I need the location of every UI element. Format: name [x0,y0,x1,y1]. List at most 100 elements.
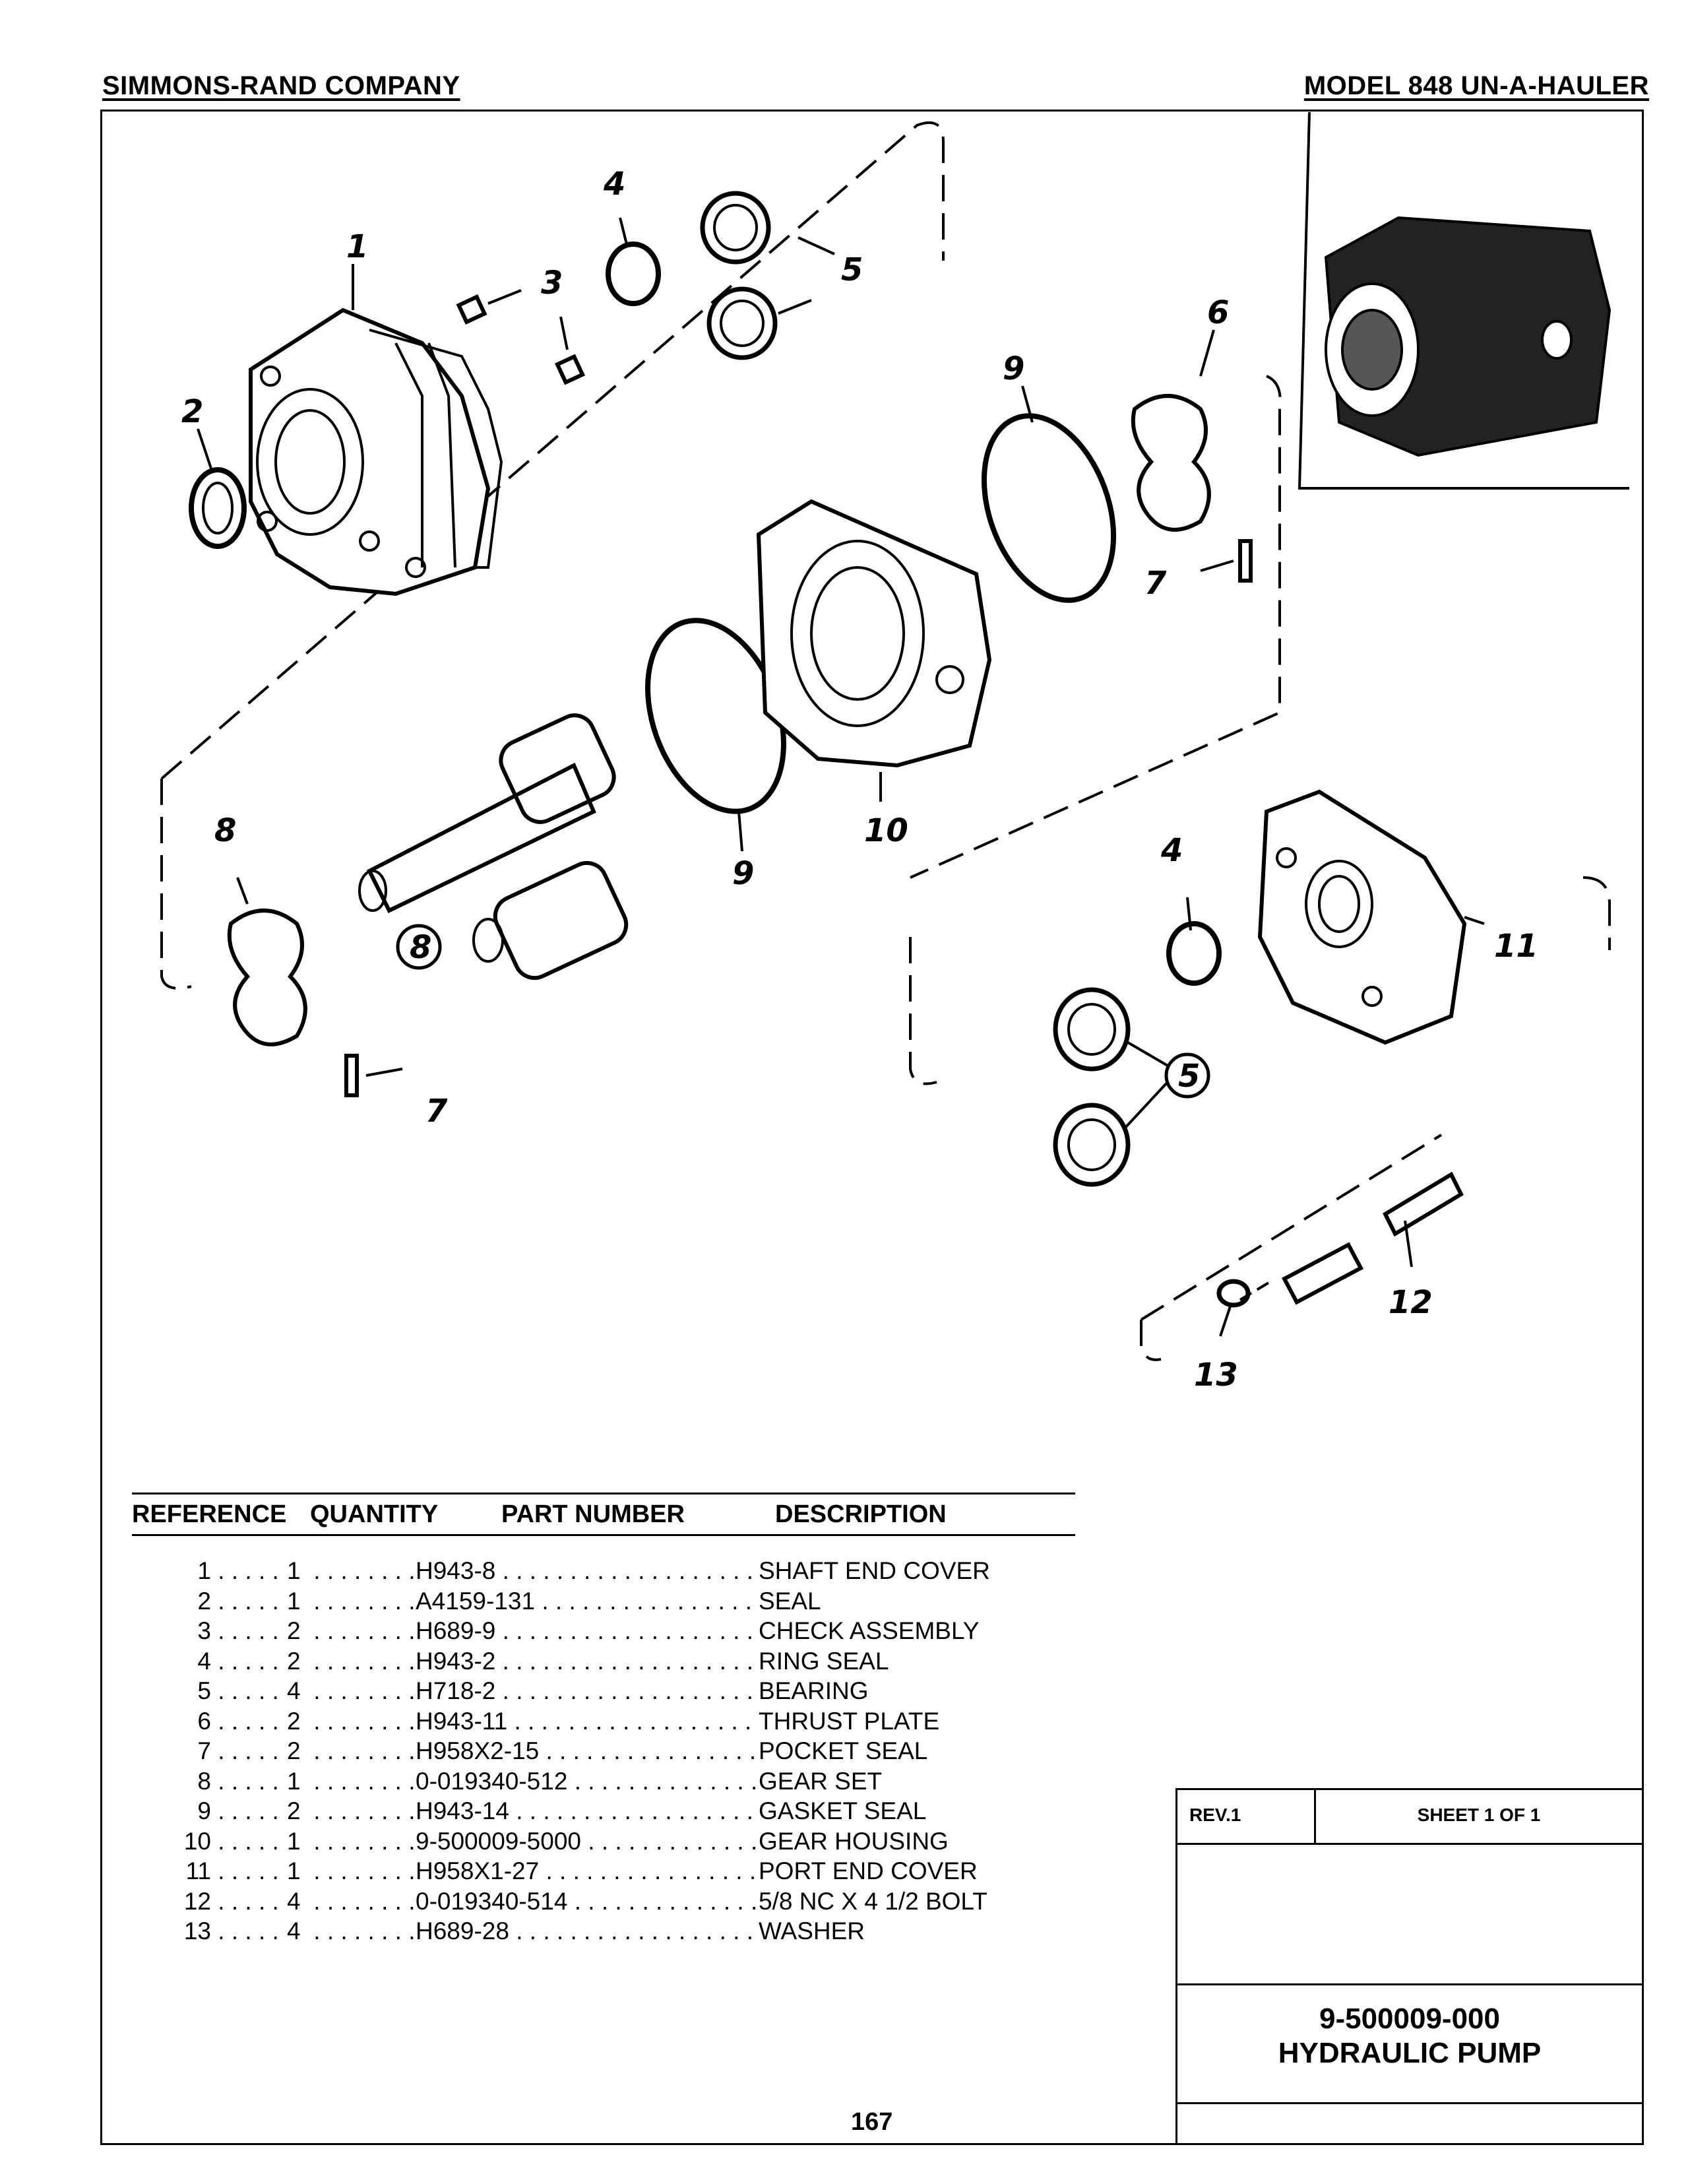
port-end-cover-drawing [1257,789,1467,1045]
gear-housing-drawing [756,499,992,768]
leader-dots: . . . . . . . . . . . . [313,1707,416,1735]
header-description: DESCRIPTION [775,1500,947,1528]
row-reference: 10 [183,1827,211,1855]
parts-rows: 1 . . . . . . . . . . . . 1 . . . . . . … [132,1556,1075,1946]
row-part-number: H958X1-27 . . . . . . . . . . . . . . . … [416,1857,757,1884]
row-part-number: H943-8 . . . . . . . . . . . . . . . . .… [416,1557,759,1584]
table-row: 1 . . . . . . . . . . . . 1 . . . . . . … [132,1556,1075,1586]
bearings-drawing [700,191,1131,1187]
row-quantity: 4 [287,1677,301,1704]
leader-dots: . . . . . . . . . . . . [218,1617,287,1644]
leader-dots: . . . . . . . . . . . . [313,1797,416,1824]
leader-dots: . . . . . . . . . . . . [313,1647,416,1675]
row-quantity: 4 [287,1887,301,1915]
header-reference: REFERENCE [132,1500,287,1528]
header-part-number: PART NUMBER [501,1500,685,1528]
row-description: GEAR SET [759,1767,883,1795]
callout-11: 11 [1494,928,1538,965]
leader-dots: . . . . . . . . . . . . [218,1887,287,1915]
table-row: 11 . . . . . . . . . . . . 1 . . . . . .… [132,1856,1075,1886]
leader-dots: . . . . . . . . . . . . [218,1857,287,1884]
title-block-blank [1177,1845,1642,1985]
callout-3: 3 [541,265,563,302]
drawing-title: 9-500009-000 HYDRAULIC PUMP [1177,1985,1642,2104]
callout-5b: 5 [1178,1058,1200,1095]
table-row: 13 . . . . . . . . . . . . 4 . . . . . .… [132,1916,1075,1946]
table-row: 3 . . . . . . . . . . . . 2 . . . . . . … [132,1616,1075,1646]
leader-dots: . . . . . . . . . . . . [218,1827,287,1855]
callout-4b: 4 [1160,832,1183,869]
model-name: MODEL 848 UN-A-HAULER [1303,71,1649,100]
row-description: SEAL [759,1587,821,1615]
callout-13: 13 [1194,1357,1238,1394]
seal-drawing [189,467,247,549]
upper-boundary [160,121,945,780]
row-description: RING SEAL [759,1647,889,1675]
callout-6: 6 [1207,294,1229,331]
callout-12: 12 [1389,1284,1433,1321]
leader-lines [197,217,1485,1337]
callout-9a: 9 [1003,350,1024,387]
row-reference: 9 [197,1797,211,1824]
leader-dots: . . . . . . . . . . . . [313,1887,416,1915]
parts-table: REFERENCE QUANTITY PART NUMBER DESCRIPTI… [132,1493,1075,1946]
row-part-number: H718-2 . . . . . . . . . . . . . . . . .… [416,1677,759,1704]
callout-2: 2 [181,393,203,430]
drawing-name: HYDRAULIC PUMP [1278,2037,1542,2069]
table-row: 8 . . . . . . . . . . . . 1 . . . . . . … [132,1766,1075,1797]
callout-5a: 5 [841,251,863,288]
row-reference: 4 [197,1647,211,1675]
row-quantity: 2 [287,1707,301,1735]
leader-dots: . . . . . . . . . . . . [218,1917,287,1944]
row-part-number: H943-11 . . . . . . . . . . . . . . . . … [416,1707,759,1735]
leader-dots: . . . . . . . . . . . . [313,1767,416,1795]
leader-dots: . . . . . . . . . . . . [218,1557,287,1584]
row-part-number: 0-019340-514 . . . . . . . . . . . . . .… [416,1887,758,1915]
callout-9b: 9 [732,855,754,892]
revision: REV.1 [1177,1790,1316,1843]
row-description: THRUST PLATE [759,1707,940,1735]
row-description: WASHER [759,1917,865,1944]
company-name: SIMMONS-RAND COMPANY [102,71,460,100]
title-block: REV.1 SHEET 1 OF 1 9-500009-000 HYDRAULI… [1175,1788,1642,2143]
gear-set-drawing [358,713,629,980]
page-frame [100,110,1644,2145]
callout-4a: 4 [603,166,625,203]
row-description: SHAFT END COVER [759,1557,990,1584]
row-description: BEARING [759,1677,869,1704]
row-reference: 2 [197,1587,211,1615]
leader-dots: . . . . . . . . . . . . [313,1617,416,1644]
leader-dots: . . . . . . . . . . . . [313,1827,416,1855]
leader-dots: . . . . . . . . . . . . [218,1647,287,1675]
table-row: 12 . . . . . . . . . . . . 4 . . . . . .… [132,1886,1075,1917]
row-quantity: 1 [287,1587,301,1615]
table-row: 6 . . . . . . . . . . . . 2 . . . . . . … [132,1706,1075,1737]
row-reference: 6 [197,1707,211,1735]
row-quantity: 1 [287,1767,301,1795]
callout-7b: 7 [425,1093,448,1130]
parts-table-header: REFERENCE QUANTITY PART NUMBER DESCRIPTI… [132,1493,1075,1536]
callout-7a: 7 [1144,565,1167,602]
table-row: 7 . . . . . . . . . . . . 2 . . . . . . … [132,1736,1075,1766]
leader-dots: . . . . . . . . . . . . [218,1677,287,1704]
row-reference: 12 [183,1887,211,1915]
row-quantity: 2 [287,1797,301,1824]
row-part-number: H958X2-15 . . . . . . . . . . . . . . . … [416,1737,757,1764]
leader-dots: . . . . . . . . . . . . [218,1767,287,1795]
row-quantity: 4 [287,1917,301,1944]
leader-dots: . . . . . . . . . . . . [313,1737,416,1764]
row-reference: 8 [197,1767,211,1795]
row-reference: 13 [183,1917,211,1944]
row-reference: 7 [197,1737,211,1764]
shaft-end-cover-drawing [249,307,503,596]
row-description: POCKET SEAL [759,1737,928,1764]
page-number: 167 [851,2108,893,2136]
inset-box [1298,112,1629,490]
callout-8b: 8 [410,929,431,966]
row-part-number: H943-14 . . . . . . . . . . . . . . . . … [416,1797,759,1824]
row-description: GEAR HOUSING [759,1827,949,1855]
leader-dots: . . . . . . . . . . . . [218,1797,287,1824]
row-quantity: 1 [287,1557,301,1584]
leader-dots: . . . . . . . . . . . . [218,1707,287,1735]
